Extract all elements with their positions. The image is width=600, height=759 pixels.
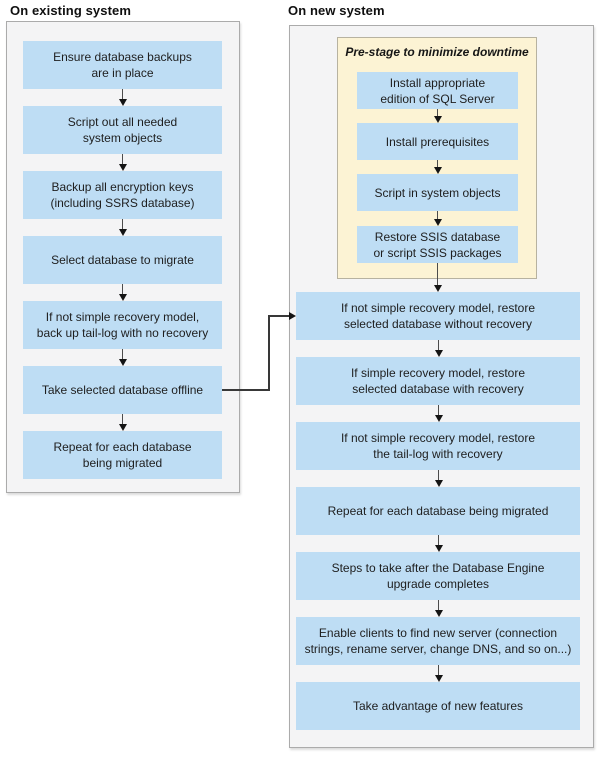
- step-label: Select database to migrate: [51, 253, 194, 267]
- step-label: Take advantage of new features: [352, 699, 524, 713]
- arrow-down-icon: [118, 284, 127, 301]
- arrow-down-icon: [434, 535, 443, 552]
- prestage-title: Pre-stage to minimize downtime: [345, 45, 529, 59]
- step-ensure-backups: Ensure database backups are in place: [23, 41, 222, 89]
- step-label: Install appropriate edition of SQL Serve…: [380, 75, 495, 106]
- arrow-down-icon: [433, 109, 442, 123]
- step-label: Enable clients to find new server (conne…: [304, 626, 572, 656]
- connector-segment: [222, 389, 269, 391]
- arrow-down-icon: [434, 340, 443, 357]
- arrow-down-icon: [433, 263, 442, 292]
- step-label: Steps to take after the Database Engine …: [331, 561, 545, 591]
- step-enable-clients: Enable clients to find new server (conne…: [296, 617, 580, 665]
- step-label: Install prerequisites: [385, 134, 490, 149]
- step-label: If simple recovery model, restore select…: [350, 366, 526, 396]
- arrow-down-icon: [118, 349, 127, 366]
- step-restore-ssis: Restore SSIS database or script SSIS pac…: [357, 226, 518, 263]
- step-new-features: Take advantage of new features: [296, 682, 580, 730]
- arrow-down-icon: [434, 470, 443, 487]
- step-label: Ensure database backups are in place: [53, 50, 192, 80]
- arrow-down-icon: [118, 154, 127, 171]
- step-label: If not simple recovery model, restore th…: [340, 431, 536, 461]
- arrow-down-icon: [118, 414, 127, 431]
- step-take-database-offline: Take selected database offline: [23, 366, 222, 414]
- arrow-down-icon: [433, 160, 442, 174]
- column-title-new: On new system: [288, 3, 385, 18]
- arrow-right-icon: [289, 312, 296, 320]
- step-backup-tail-log: If not simple recovery model, back up ta…: [23, 301, 222, 349]
- step-install-prerequisites: Install prerequisites: [357, 123, 518, 160]
- step-label: Repeat for each database being migrated: [327, 504, 549, 518]
- arrow-down-icon: [434, 600, 443, 617]
- step-label: Take selected database offline: [41, 383, 204, 397]
- step-restore-tail-log: If not simple recovery model, restore th…: [296, 422, 580, 470]
- column-title-existing: On existing system: [10, 3, 132, 18]
- connector-segment: [268, 315, 290, 317]
- step-label: If not simple recovery model, restore se…: [340, 301, 536, 331]
- step-label: Backup all encryption keys (including SS…: [50, 180, 195, 210]
- arrow-down-icon: [434, 665, 443, 682]
- step-repeat-each-database-new: Repeat for each database being migrated: [296, 487, 580, 535]
- step-backup-encryption-keys: Backup all encryption keys (including SS…: [23, 171, 222, 219]
- arrow-down-icon: [118, 89, 127, 106]
- arrow-down-icon: [118, 219, 127, 236]
- step-restore-with-recovery: If simple recovery model, restore select…: [296, 357, 580, 405]
- step-script-system-objects: Script out all needed system objects: [23, 106, 222, 154]
- step-install-sql-server: Install appropriate edition of SQL Serve…: [357, 72, 518, 109]
- step-label: Script out all needed system objects: [67, 115, 178, 145]
- step-select-database: Select database to migrate: [23, 236, 222, 284]
- connector-segment: [268, 315, 270, 391]
- arrow-down-icon: [433, 211, 442, 226]
- step-restore-without-recovery: If not simple recovery model, restore se…: [296, 292, 580, 340]
- step-label: Repeat for each database being migrated: [53, 440, 192, 470]
- step-label: Restore SSIS database or script SSIS pac…: [373, 229, 502, 260]
- step-repeat-each-database: Repeat for each database being migrated: [23, 431, 222, 479]
- step-post-upgrade-steps: Steps to take after the Database Engine …: [296, 552, 580, 600]
- arrow-down-icon: [434, 405, 443, 422]
- step-label: If not simple recovery model, back up ta…: [36, 310, 209, 340]
- step-script-in-system-objects: Script in system objects: [357, 174, 518, 211]
- step-label: Script in system objects: [374, 185, 501, 200]
